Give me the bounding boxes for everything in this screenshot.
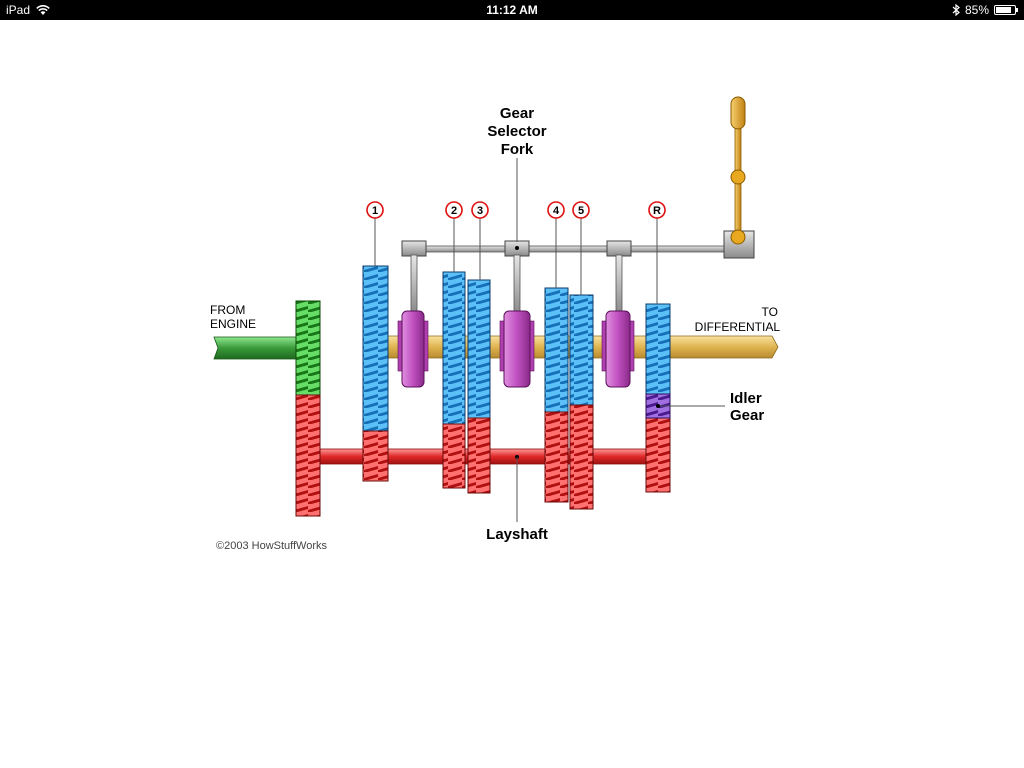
collar-3-4 [499,310,535,388]
main-gears [362,265,671,432]
device-name: iPad [6,3,31,17]
gear-marker-2: 2 [445,201,463,219]
layshaft-gears [362,404,671,510]
clock: 11:12 AM [486,3,538,17]
battery-percent: 85% [964,3,989,17]
gear-marker-3: 3 [471,201,489,219]
gear-r-lay [645,417,671,493]
gear-5-main [569,294,594,406]
svg-text:2: 2 [451,205,457,217]
svg-text:5: 5 [578,205,584,217]
svg-text:Idler: Idler [730,390,762,407]
svg-text:4: 4 [553,205,560,217]
gear-marker-5: 5 [572,201,590,219]
svg-text:Selector: Selector [487,123,546,140]
gear-3-main [467,279,491,419]
gear-5-lay [569,404,594,510]
from-engine-label: FROM ENGINE [210,303,256,331]
gear-4-lay [544,411,569,503]
gear-r-main [645,303,671,395]
gear-1-main [362,265,389,432]
copyright-label: ©2003 HowStuffWorks [216,540,328,552]
gear-selector-fork-label: Gear Selector Fork [487,105,546,158]
callout-lines [374,158,725,522]
status-bar: iPad 11:12 AM 85% [0,0,1024,20]
gear-3-lay [467,417,491,494]
svg-text:TO: TO [762,305,778,319]
battery-icon [994,5,1018,15]
idler-callout-dot [656,404,660,408]
svg-text:Gear: Gear [500,105,534,122]
svg-text:ENGINE: ENGINE [210,317,256,331]
svg-text:Fork: Fork [501,141,534,158]
collar-5-r [601,310,635,388]
input-shaft [213,300,321,396]
gear-1-lay [362,430,389,482]
gear-4-main [544,287,569,413]
svg-text:1: 1 [372,205,378,217]
gearbox-diagram: 1 2 3 4 5 R Gear Selector Fork FROM ENGI… [210,96,781,552]
gear-2-lay [442,423,466,489]
layshaft-label: Layshaft [486,526,548,543]
svg-text:R: R [653,205,661,217]
to-differential-label: TO DIFFERENTIAL [695,305,781,334]
layshaft-drive-gear [295,394,321,517]
idler-gear-label: Idler Gear [730,390,764,424]
gear-marker-4: 4 [547,201,565,219]
svg-text:FROM: FROM [210,303,245,317]
svg-text:DIFFERENTIAL: DIFFERENTIAL [695,320,781,334]
wifi-icon [36,4,50,15]
gear-2-main [442,271,466,425]
gear-lever [723,96,755,259]
bluetooth-icon [952,4,960,16]
collar-1-2 [397,310,429,388]
svg-text:3: 3 [477,205,483,217]
gear-marker-r: R [648,201,666,219]
svg-text:Gear: Gear [730,407,764,424]
gear-marker-1: 1 [366,201,384,219]
